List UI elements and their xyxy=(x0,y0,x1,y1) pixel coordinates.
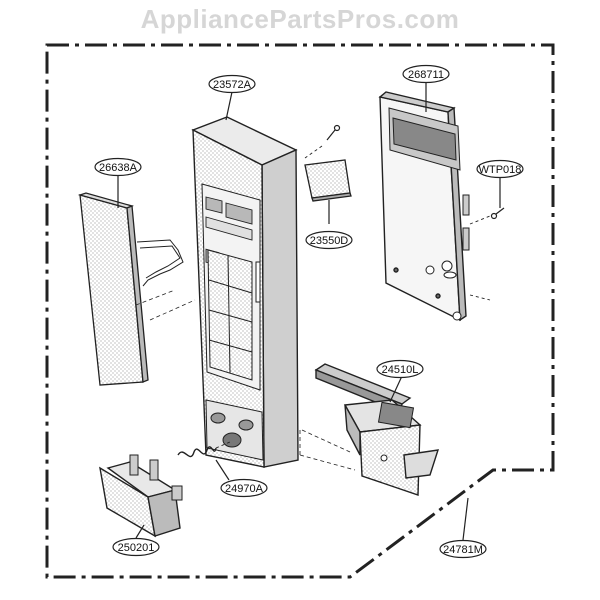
pcb-268711 xyxy=(378,91,491,322)
callout-oval xyxy=(94,157,142,177)
window-23550d xyxy=(304,159,352,202)
callout-oval xyxy=(220,478,268,498)
callout-text: 26638A xyxy=(99,162,138,174)
part-label-wtp018: WTP018 xyxy=(476,159,524,179)
callout-oval xyxy=(439,539,487,559)
callout-text: 23550D xyxy=(310,235,349,247)
callout-oval xyxy=(476,159,524,179)
spring-24970a xyxy=(177,441,231,458)
side-panel-26638a xyxy=(77,192,196,386)
leader-lines xyxy=(117,82,501,541)
part-label-24781m: 24781M xyxy=(439,539,487,559)
button-250201 xyxy=(99,454,183,538)
lever-assembly-24510l xyxy=(299,363,440,496)
part-label-24510l: 24510L xyxy=(376,359,424,379)
callout-text: 24970A xyxy=(225,483,264,495)
callout-oval xyxy=(402,64,450,84)
assembly-boundary xyxy=(45,43,555,579)
callout-oval xyxy=(112,537,160,557)
part-label-26638a: 26638A xyxy=(94,157,142,177)
callout-text: WTP018 xyxy=(479,164,522,176)
callout-oval xyxy=(305,230,353,250)
callout-text: 250201 xyxy=(118,542,155,554)
callout-text: 23572A xyxy=(213,79,252,91)
callout-text: 24510L xyxy=(382,364,419,376)
screw-top xyxy=(304,124,341,159)
screw-wtp018 xyxy=(469,207,505,225)
part-label-23550d: 23550D xyxy=(305,230,353,250)
control-panel-23572a xyxy=(191,116,299,468)
part-label-268711: 268711 xyxy=(402,64,450,84)
part-labels: 23572A 268711 26638A WTP018 23550D 24510L 2497… xyxy=(94,64,524,559)
callout-text: 24781M xyxy=(443,544,483,556)
callout-oval xyxy=(376,359,424,379)
callout-oval xyxy=(208,74,256,94)
part-label-24970a: 24970A xyxy=(220,478,268,498)
part-label-23572a: 23572A xyxy=(208,74,256,94)
watermark: AppliancePartsPros.com xyxy=(140,4,460,34)
callout-text: 268711 xyxy=(408,69,444,81)
part-label-250201: 250201 xyxy=(112,537,160,557)
